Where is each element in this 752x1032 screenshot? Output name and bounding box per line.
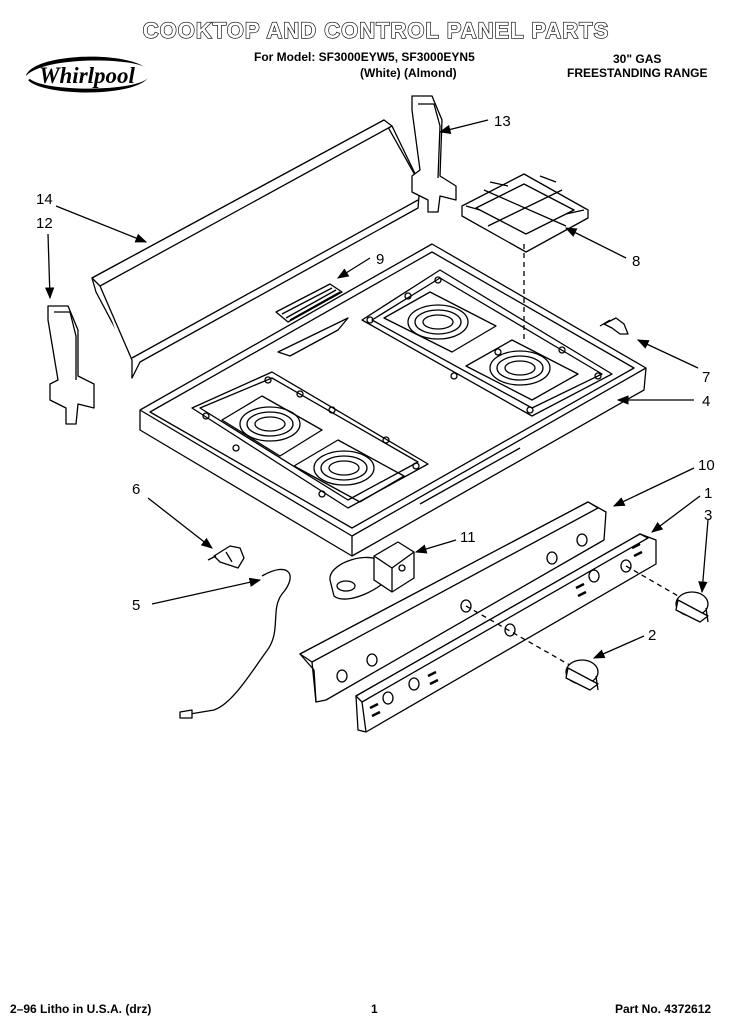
callout-8: 8 [632,253,640,270]
callout-14: 14 [36,191,53,208]
spark-module-part [329,541,415,600]
backguard-part [91,119,421,379]
callout-2: 2 [648,627,656,644]
callout-7: 7 [702,369,710,386]
right-side-trim-part [411,95,457,213]
callout-5: 5 [132,597,140,614]
callout-9: 9 [376,251,384,268]
range-size: 30" GAS [613,52,662,66]
callout-numbers: 13 14 12 9 8 7 4 10 1 3 2 6 5 11 [36,113,715,644]
cooktop-part [139,243,647,557]
footer-page-number: 1 [371,1002,378,1016]
page-title: COOKTOP AND CONTROL PANEL PARTS [142,17,610,43]
left-side-trim-part [47,305,95,425]
left-clip-part [207,545,245,569]
right-clip-part [599,317,629,335]
manifold-panel-part [299,501,607,703]
control-panel-part [355,533,693,733]
logo-swoosh-top-icon [26,56,146,76]
callout-11: 11 [460,529,476,546]
model-numbers: For Model: SF3000EYW5, SF3000EYN5 [254,50,475,64]
callout-3: 3 [704,507,712,524]
callout-1: 1 [704,485,712,502]
callout-4: 4 [702,393,710,410]
burner-grate-part [461,173,589,340]
wire-harness-part [179,568,291,719]
whirlpool-logo: Whirlpool [26,56,148,93]
callout-6: 6 [132,481,140,498]
callout-10: 10 [698,457,715,474]
callout-13: 13 [494,113,511,130]
callout-leaders [44,119,709,659]
control-knob-part [565,659,599,691]
model-colors: (White) (Almond) [360,66,457,80]
footer-part-number: Part No. 4372612 [615,1002,712,1016]
footer-litho: 2–96 Litho in U.S.A. (drz) [10,1002,152,1016]
logo-swoosh-bottom-icon [28,78,148,93]
control-knob-part-2 [675,591,709,623]
range-type: FREESTANDING RANGE [567,66,708,80]
cooktop-vent-part [275,283,343,323]
logo-wordmark: Whirlpool [39,63,135,88]
callout-12: 12 [36,215,53,232]
